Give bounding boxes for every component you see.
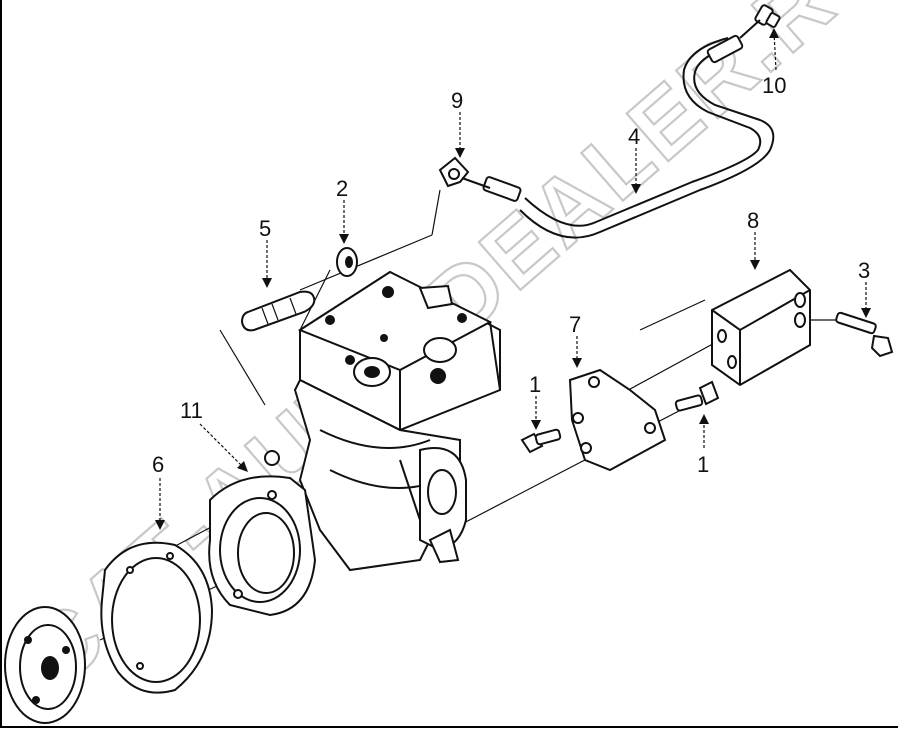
callout-6: 6 [152,452,164,477]
callout-labels: 10 9 4 2 5 8 3 7 1 1 11 6 [152,73,870,477]
drive-gear [4,606,86,724]
bracket-part-7 [568,368,667,472]
fitting-part-10 [739,4,781,39]
elbow-fitting-part-9 [438,156,491,189]
stud-part-5 [240,290,316,332]
callout-1-right: 1 [697,452,709,477]
bolt-part-1-left [520,428,562,454]
gasket-part-6 [100,541,214,694]
callout-4: 3 [858,258,870,283]
callout-5: 5 [259,216,271,241]
callout-9: 9 [451,88,463,113]
bolt-part-1-right [674,380,720,412]
callout-8: 8 [747,208,759,233]
callout-2: 2 [336,176,348,201]
flange-housing-part-11 [208,450,317,617]
callout-11: 11 [180,398,203,423]
callout-3: 4 [628,124,640,149]
callout-10: 10 [762,73,786,98]
compressor-head [297,270,501,432]
callout-1-left: 1 [529,372,541,397]
callout-7: 7 [569,312,581,337]
air-line-tube-part-3 [482,34,775,239]
callout-arrows [155,28,871,530]
compressor-body [293,378,467,572]
bolt-part-4 [835,311,894,358]
nut-part-2 [336,247,358,277]
block-part-8 [711,268,811,387]
